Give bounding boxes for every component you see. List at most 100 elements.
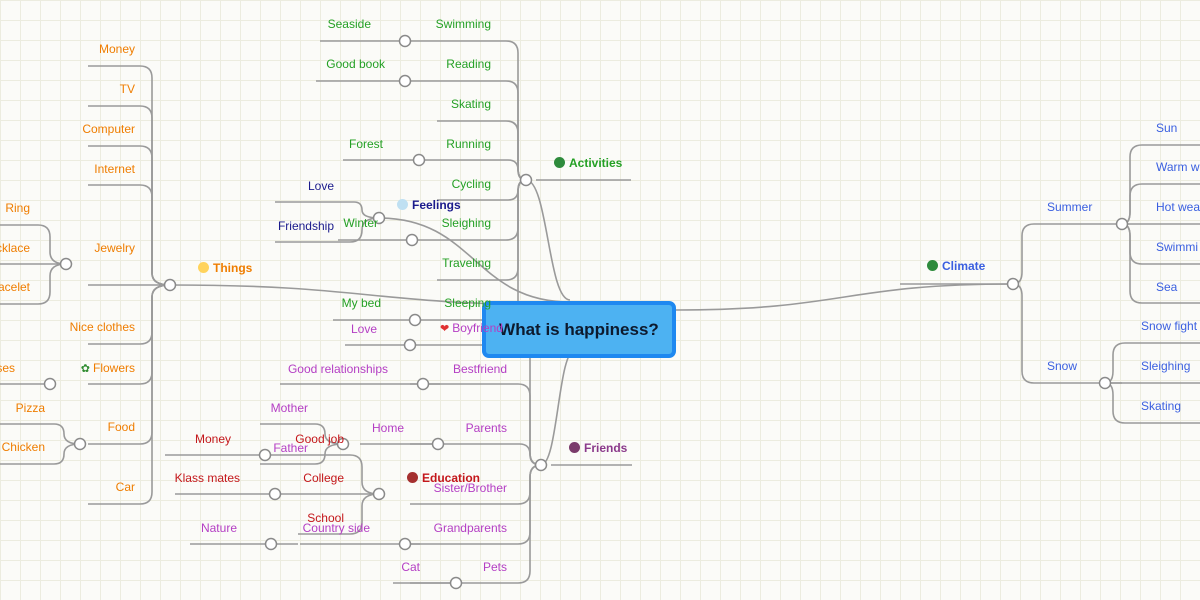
friends-item-pets[interactable]: Pets xyxy=(482,560,507,574)
pets-sub-cat[interactable]: Cat xyxy=(401,560,420,574)
things-item-tv[interactable]: TV xyxy=(119,82,135,96)
swimming-sub-seaside[interactable]: Seaside xyxy=(327,17,371,31)
jewelry-item-ring[interactable]: Ring xyxy=(5,201,30,215)
good-job-collapse-node[interactable] xyxy=(258,448,272,462)
bestfriend-collapse-node[interactable] xyxy=(416,377,430,391)
boyfriend-sub-love[interactable]: Love xyxy=(350,322,377,336)
summer-item-sea[interactable]: Sea xyxy=(1156,280,1178,294)
boyfriend-collapse-node[interactable] xyxy=(403,338,417,352)
connector-line xyxy=(88,284,171,345)
grandparents-sub-country-side[interactable]: Country side xyxy=(302,521,370,535)
food-collapse-node[interactable] xyxy=(73,437,87,451)
snow-item-sleighing[interactable]: Sleighing xyxy=(1141,359,1191,373)
home-sub-mother[interactable]: Mother xyxy=(270,401,308,415)
things-item-nice-clothes[interactable]: Nice clothes xyxy=(69,320,135,334)
branch-friends[interactable]: Friends xyxy=(569,441,627,455)
food-item-pizza[interactable]: Pizza xyxy=(15,401,45,415)
sleeping-collapse-node[interactable] xyxy=(408,313,422,327)
jewelry-item-bracelet[interactable]: acelet xyxy=(0,280,30,294)
education-item-school[interactable]: School xyxy=(307,511,344,525)
school-sub-nature[interactable]: Nature xyxy=(200,521,237,535)
college-collapse-node[interactable] xyxy=(268,487,282,501)
reading-sub-good-book[interactable]: Good book xyxy=(326,57,385,71)
good-job-sub-money[interactable]: Money xyxy=(194,432,231,446)
reading-collapse-node[interactable] xyxy=(398,74,412,88)
sleeping-sub-my-bed[interactable]: My bed xyxy=(341,296,381,310)
flowers-item-roses[interactable]: ses xyxy=(0,361,15,375)
feelings-item-friendship[interactable]: Friendship xyxy=(277,219,334,233)
snow-collapse-node[interactable] xyxy=(1098,376,1112,390)
friends-collapse-node[interactable] xyxy=(534,458,548,472)
central-topic-title: What is happiness? xyxy=(499,319,659,339)
snow-item-skating[interactable]: Skating xyxy=(1141,399,1182,413)
climate-dot-icon xyxy=(927,260,938,271)
friends-item-parents[interactable]: Parents xyxy=(465,421,507,435)
bestfriend-sub-good-relationships[interactable]: Good relationships xyxy=(287,362,388,376)
friends-item-boyfriend[interactable]: ❤Boyfriend xyxy=(440,321,503,335)
jewelry-item-necklace[interactable]: cklace xyxy=(0,241,30,255)
grandparents-collapse-node[interactable] xyxy=(398,537,412,551)
activities-item-reading[interactable]: Reading xyxy=(446,57,491,71)
education-item-college[interactable]: College xyxy=(303,471,344,485)
education-collapse-node[interactable] xyxy=(372,487,386,501)
school-collapse-node[interactable] xyxy=(264,537,278,551)
friends-item-bestfriend[interactable]: Bestfriend xyxy=(452,362,507,376)
climate-item-summer[interactable]: Summer xyxy=(1047,200,1093,214)
home-collapse-node[interactable] xyxy=(336,437,350,451)
running-sub-forest[interactable]: Forest xyxy=(348,137,383,151)
feelings-collapse-node[interactable] xyxy=(372,211,386,225)
activities-collapse-node[interactable] xyxy=(519,173,533,187)
summer-item-sun[interactable]: Sun xyxy=(1156,121,1178,135)
branch-things[interactable]: Things xyxy=(198,261,252,275)
connector-line xyxy=(0,263,67,305)
flowers-collapse-node[interactable] xyxy=(43,377,57,391)
activities-item-skating[interactable]: Skating xyxy=(450,97,491,111)
heart-icon: ❤ xyxy=(440,323,450,335)
feelings-item-love[interactable]: Love xyxy=(307,179,334,193)
flower-icon: ✿ xyxy=(80,363,90,375)
climate-item-snow[interactable]: Snow xyxy=(1047,359,1078,373)
things-item-internet[interactable]: Internet xyxy=(94,162,135,176)
jewelry-collapse-node[interactable] xyxy=(59,257,73,271)
parents-sub-home[interactable]: Home xyxy=(371,421,404,435)
activities-item-running[interactable]: Running xyxy=(446,137,491,151)
friends-item-grandparents[interactable]: Grandparents xyxy=(433,521,507,535)
activities-item-sleighing[interactable]: Sleighing xyxy=(441,216,491,230)
things-item-jewelry[interactable]: Jewelry xyxy=(94,241,135,255)
summer-item-swimming[interactable]: Swimmi xyxy=(1156,240,1198,254)
college-sub-klass-mates[interactable]: Klass mates xyxy=(174,471,240,485)
connector-line xyxy=(0,224,67,265)
branch-activities[interactable]: Activities xyxy=(554,156,622,170)
things-collapse-node[interactable] xyxy=(163,278,177,292)
activities-item-traveling[interactable]: Traveling xyxy=(442,256,491,270)
summer-item-warm-weather[interactable]: Warm w xyxy=(1156,160,1200,174)
activities-item-sleeping[interactable]: Sleeping xyxy=(444,296,491,310)
home-sub-father[interactable]: Father xyxy=(273,441,308,455)
things-item-flowers[interactable]: ✿Flowers xyxy=(80,361,135,375)
pets-collapse-node[interactable] xyxy=(449,576,463,590)
things-item-money[interactable]: Money xyxy=(98,42,135,56)
snow-item-snow-fight[interactable]: Snow fight xyxy=(1141,319,1198,333)
branch-education[interactable]: Education xyxy=(407,471,480,485)
sleighing-sub-winter[interactable]: Winter xyxy=(343,216,378,230)
sleighing-collapse-node[interactable] xyxy=(405,233,419,247)
summer-item-hot-weather[interactable]: Hot wea xyxy=(1156,200,1200,214)
swimming-collapse-node[interactable] xyxy=(398,34,412,48)
education-item-good-job[interactable]: Good job xyxy=(295,432,344,446)
branch-feelings[interactable]: Feelings xyxy=(397,198,461,212)
food-item-chicken[interactable]: Chicken xyxy=(1,440,45,454)
central-topic[interactable]: What is happiness? xyxy=(482,301,676,358)
connector-line xyxy=(1012,223,1122,285)
summer-collapse-node[interactable] xyxy=(1115,217,1129,231)
things-item-computer[interactable]: Computer xyxy=(82,122,135,136)
branch-climate[interactable]: Climate xyxy=(927,259,985,273)
running-collapse-node[interactable] xyxy=(412,153,426,167)
activities-item-swimming[interactable]: Swimming xyxy=(435,17,491,31)
activities-item-cycling[interactable]: Cycling xyxy=(451,177,491,191)
things-item-food[interactable]: Food xyxy=(107,420,135,434)
parents-collapse-node[interactable] xyxy=(431,437,445,451)
things-item-car[interactable]: Car xyxy=(115,480,135,494)
connector-line xyxy=(0,423,81,445)
friends-item-sister-brother[interactable]: Sister/Brother xyxy=(433,481,507,495)
climate-collapse-node[interactable] xyxy=(1006,277,1020,291)
